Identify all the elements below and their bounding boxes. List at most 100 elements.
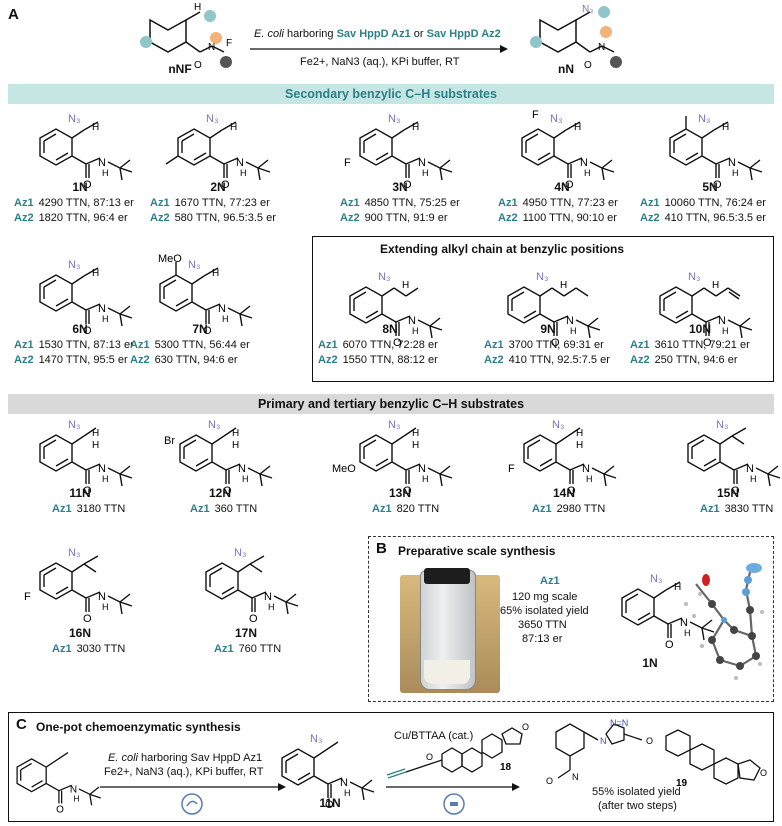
atom-o: O (194, 60, 202, 71)
onepot-product-yield: 55% isolated yield (592, 786, 681, 798)
svg-text:H: H (92, 440, 99, 451)
svg-text:N₃: N₃ (68, 547, 80, 559)
svg-text:N: N (572, 772, 579, 782)
reactant-label-nnf: nNF (168, 62, 192, 76)
svg-text:N: N (98, 157, 106, 169)
compound-label: 12N (208, 486, 231, 500)
svg-text:N₃: N₃ (68, 113, 80, 125)
svg-text:N₃: N₃ (388, 419, 400, 431)
svg-text:N: N (408, 315, 416, 327)
svg-text:H: H (102, 474, 109, 484)
svg-text:Br: Br (164, 435, 175, 447)
crystal-structure (684, 563, 764, 680)
svg-text:N₃: N₃ (234, 547, 246, 559)
svg-text:N₃: N₃ (550, 113, 562, 125)
svg-text:N=N: N=N (610, 718, 628, 728)
svg-text:N: N (340, 777, 348, 789)
svg-text:N₃: N₃ (206, 113, 218, 125)
svg-text:F: F (532, 109, 539, 121)
svg-text:N: N (746, 463, 754, 475)
svg-text:H: H (750, 474, 757, 484)
svg-text:H: H (222, 314, 229, 324)
svg-text:H: H (412, 440, 419, 451)
svg-text:N₃: N₃ (188, 259, 200, 271)
svg-text:H: H (560, 280, 567, 291)
svg-text:N₃: N₃ (688, 271, 700, 283)
svg-text:O: O (223, 485, 232, 497)
svg-text:O: O (646, 736, 653, 746)
svg-text:N: N (728, 157, 736, 169)
svg-text:O: O (83, 485, 92, 497)
compound-label: 17N (234, 626, 257, 640)
vial-solid-product (424, 660, 470, 684)
section-band-secondary: Secondary benzylic C–H substrates (8, 84, 774, 104)
vial-cap (424, 568, 470, 584)
svg-text:O: O (665, 639, 674, 651)
svg-text:N: N (566, 315, 574, 327)
product-label-nn: nN (558, 62, 574, 76)
top-conditions-line1: E. coli harboring Sav HppD Az1 or Sav Hp… (254, 28, 501, 40)
compound-label: 9N (540, 322, 556, 336)
svg-text:F: F (344, 157, 351, 169)
svg-text:H: H (722, 122, 729, 133)
product-nn-structure: N₃ N O (520, 2, 630, 74)
svg-text:N: N (98, 303, 106, 315)
svg-text:H: H (194, 2, 201, 13)
svg-text:H: H (732, 168, 739, 178)
ecoli-text: E. coli (254, 28, 284, 40)
svg-text:H: H (102, 602, 109, 612)
svg-text:H: H (73, 795, 79, 804)
svg-text:H: H (344, 788, 351, 798)
svg-text:O: O (565, 179, 574, 191)
prep-ttn: 3650 TTN (518, 619, 567, 631)
svg-text:O: O (83, 179, 92, 191)
svg-text:H: H (422, 474, 429, 484)
compound-label: 8N (382, 322, 398, 336)
prep-scale: 120 mg scale (512, 591, 578, 603)
svg-text:N: N (238, 463, 246, 475)
svg-text:N: N (418, 463, 426, 475)
svg-text:F: F (24, 591, 31, 603)
svg-text:H: H (586, 474, 593, 484)
extending-chain-title: Extending alkyl chain at benzylic positi… (380, 242, 625, 256)
prep-yield: 65% isolated yield (500, 605, 589, 617)
atom-n: N (208, 42, 215, 53)
svg-text:N₃: N₃ (552, 419, 564, 431)
shaker-icon (181, 793, 203, 815)
svg-text:H: H (242, 474, 249, 484)
svg-text:MeO: MeO (332, 463, 356, 475)
panel-c-letter: C (16, 716, 27, 733)
svg-text:N: N (718, 315, 726, 327)
svg-text:H: H (268, 602, 275, 612)
svg-text:H: H (574, 122, 581, 133)
svg-text:N₃: N₃ (68, 259, 80, 271)
